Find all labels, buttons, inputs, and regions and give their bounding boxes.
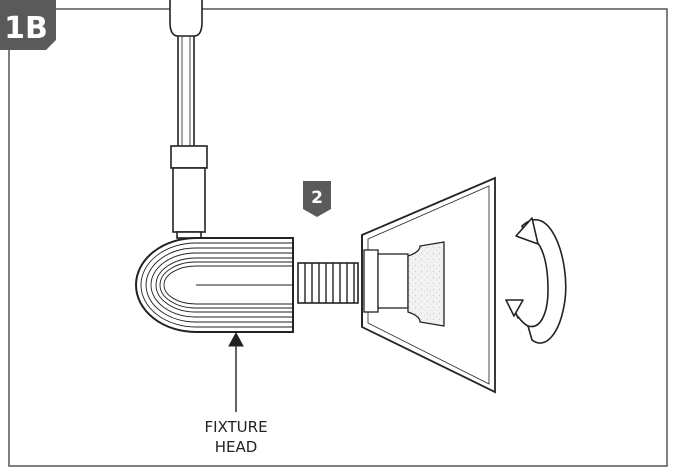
step-badge: 2	[303, 181, 331, 217]
fixture-head	[135, 237, 294, 333]
rod-assembly	[169, 0, 208, 239]
clockwise-rotate-arrow-icon	[505, 217, 567, 344]
bulb	[407, 241, 445, 327]
threaded-stud	[297, 262, 359, 304]
callout-label-line2: HEAD	[215, 438, 258, 456]
callout-label-line1: FIXTURE	[204, 418, 267, 436]
step-number: 2	[311, 188, 323, 208]
panel-id-label: 1B	[4, 11, 48, 46]
diagram-frame	[8, 8, 668, 467]
arrow-up-icon	[228, 331, 244, 412]
panel-id-tag: 1B	[0, 0, 56, 50]
